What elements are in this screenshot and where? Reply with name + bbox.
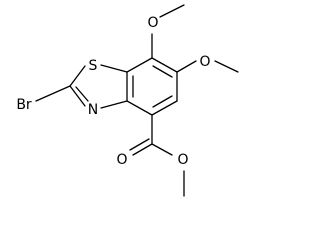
- atom-oxygen-methoxy-6: O: [199, 54, 210, 70]
- bond-c7a-s: [100, 64, 128, 73]
- bond-o6-me: [214, 60, 239, 73]
- bond-c2-n: [69, 85, 86, 107]
- atom-oxygen-ester: O: [177, 152, 188, 168]
- bond-c5-c4-inner: [152, 95, 173, 108]
- atom-bromine: Br: [16, 97, 32, 113]
- bond-cester-o-carbonyl-2: [129, 138, 150, 151]
- bond-o7-me: [159, 4, 185, 18]
- bond-c7a-c7: [126, 57, 153, 73]
- bond-c5-c4: [151, 100, 178, 116]
- bond-cester-o-carbonyl: [132, 143, 153, 156]
- bond-c7-c6: [151, 57, 178, 73]
- bond-c4-c3a: [126, 100, 153, 116]
- atom-sulfur: S: [89, 58, 98, 74]
- structure-diagram: S N Br O O O O: [16, 4, 239, 197]
- bond-c2-n-inner: [75, 86, 89, 102]
- atom-oxygen-carbonyl: O: [116, 152, 127, 168]
- bond-c2-br: [35, 85, 71, 102]
- atom-oxygen-methoxy-7: O: [147, 15, 158, 31]
- molecule-drawing: S N Br O O O O: [16, 4, 239, 197]
- bond-c6-o6: [176, 60, 197, 73]
- bond-s-c2: [69, 65, 86, 87]
- atom-nitrogen: N: [88, 102, 98, 118]
- bond-cester-o-ester: [151, 143, 173, 156]
- bond-n-c3a: [100, 100, 128, 109]
- bond-c7-c6-inner: [152, 65, 173, 78]
